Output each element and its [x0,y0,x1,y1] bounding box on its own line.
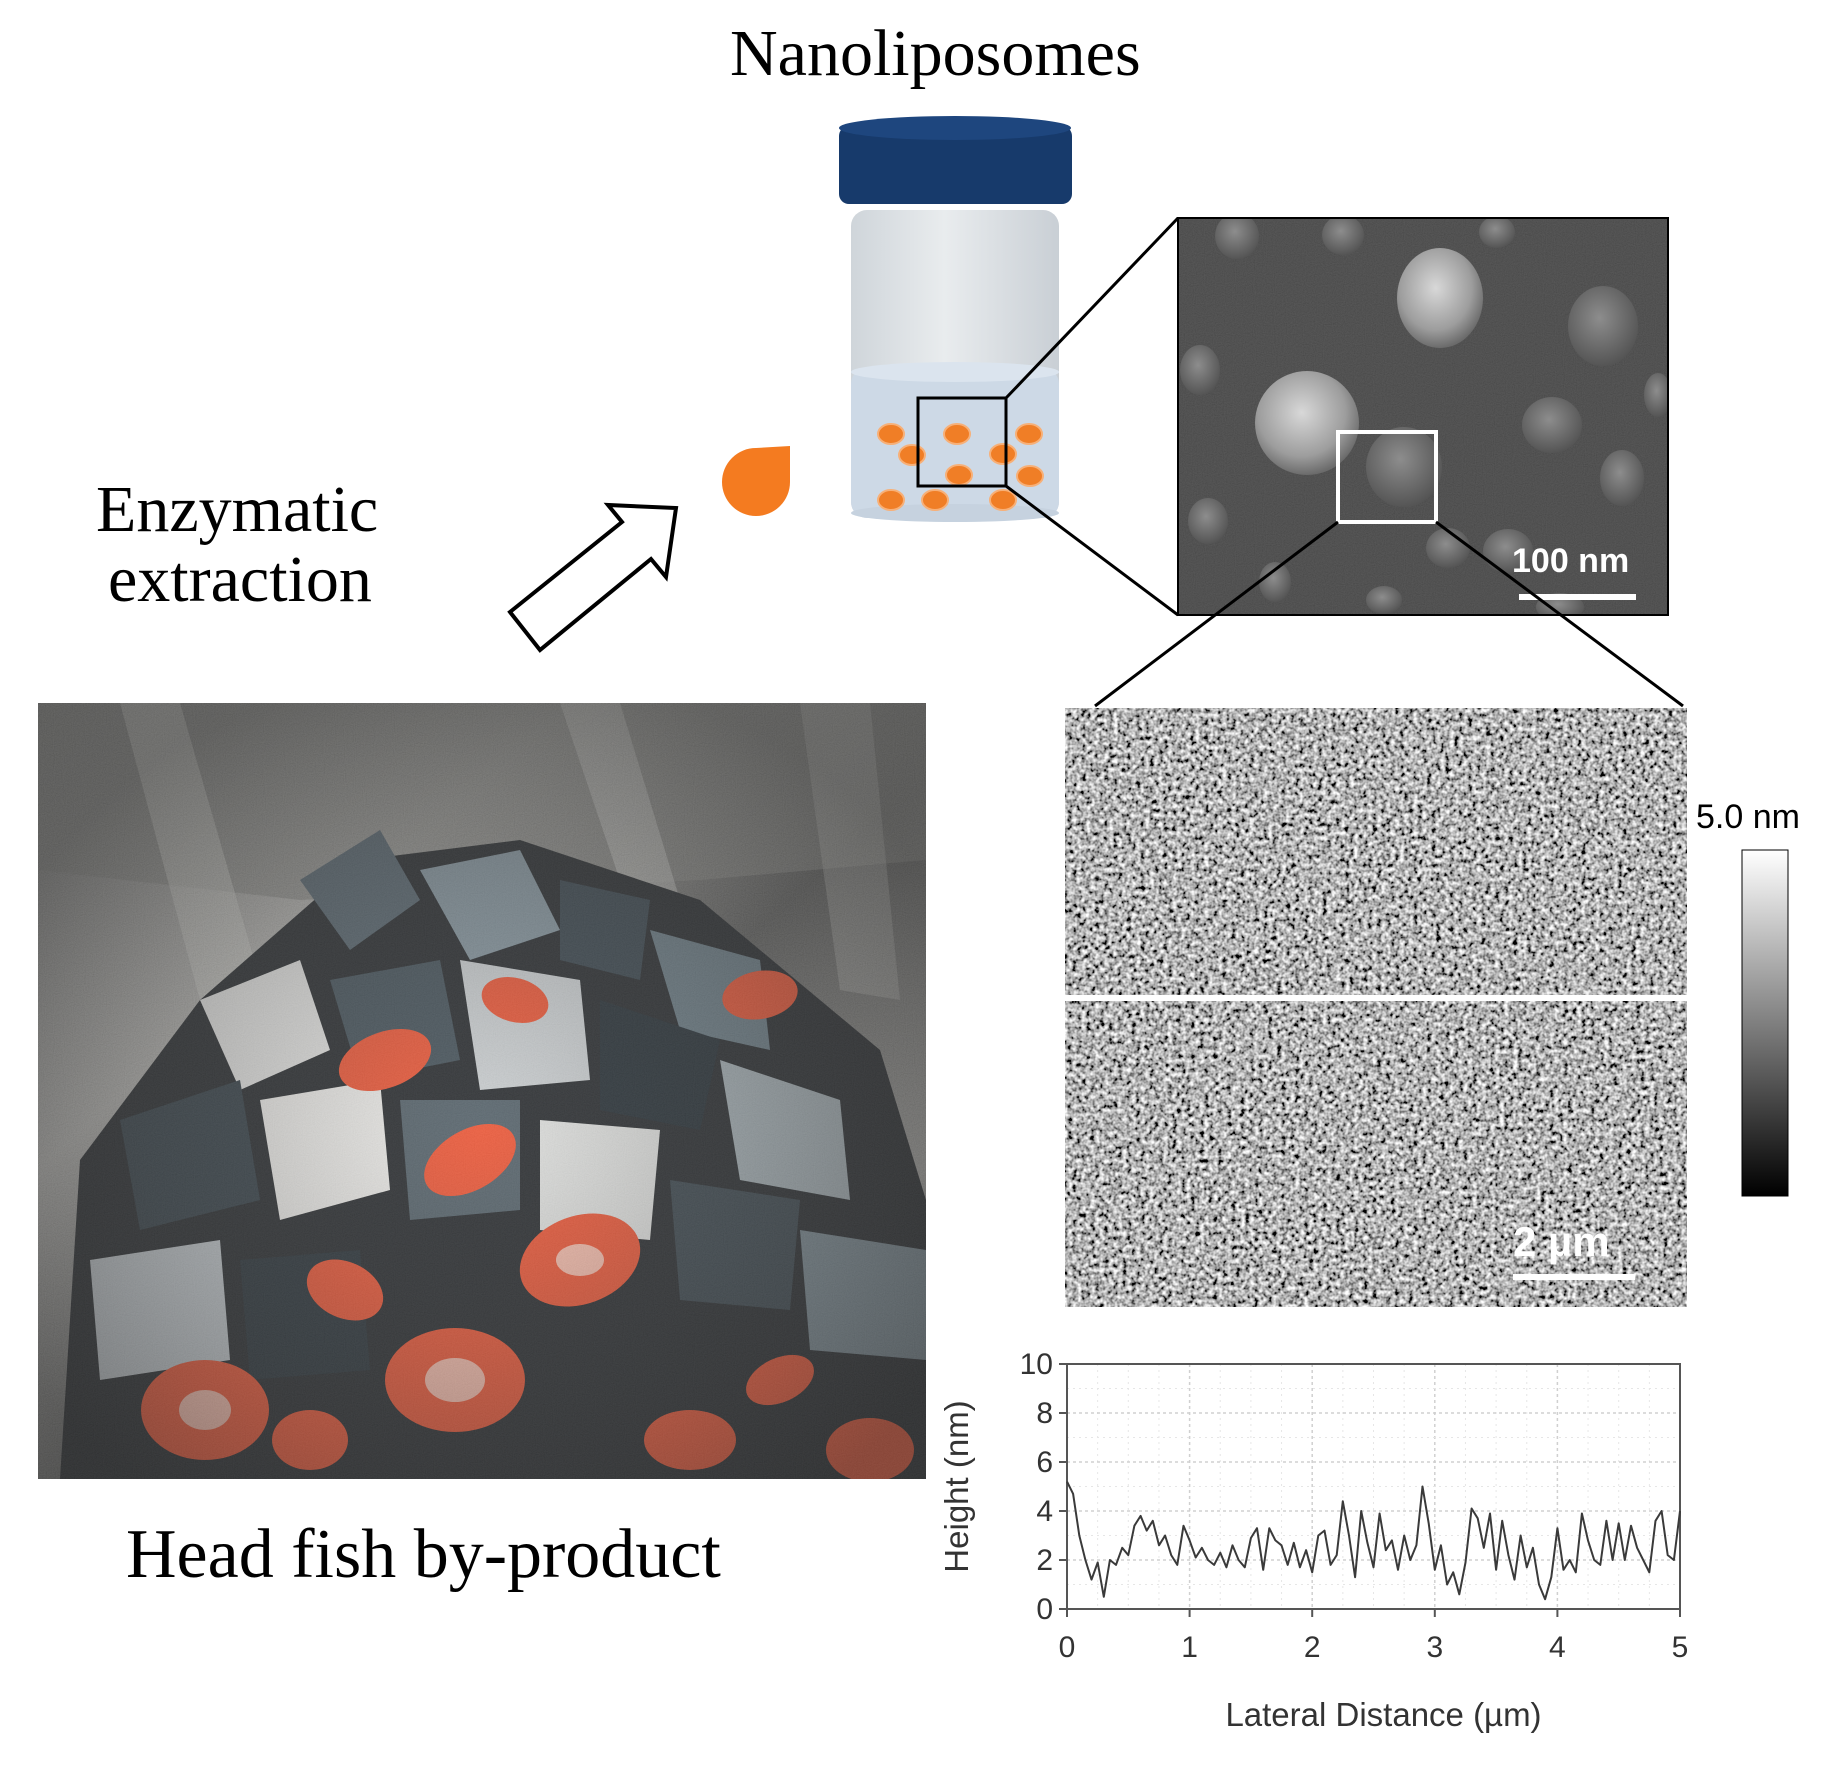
x-tick-label: 0 [1059,1631,1076,1664]
vesicle [877,423,905,445]
afm-scale-label: 2 µm [1513,1218,1610,1265]
y-tick-label: 6 [1036,1446,1053,1479]
vesicle [921,489,949,511]
plot-frame [1066,1363,1681,1610]
y-axis-label: Height (nm) [938,1400,975,1572]
x-tick-label: 1 [1181,1631,1198,1664]
afm-image-bottom [1065,1001,1687,1307]
y-tick-label: 8 [1036,1397,1053,1430]
arrow-icon [507,502,679,653]
process-label-line1: Enzymatic [96,473,379,546]
x-tick-label: 3 [1426,1631,1443,1664]
jar-liquid-surface [851,362,1059,382]
vesicle [877,489,905,511]
x-tick-label: 2 [1304,1631,1321,1664]
height-profile-line [1066,1481,1681,1601]
afm-colorbar [1741,849,1789,1197]
jar-cap-top [839,116,1071,140]
vesicle [1015,423,1043,445]
y-tick-label: 0 [1036,1593,1053,1626]
vesicle [945,464,973,486]
y-tick-label: 4 [1036,1495,1053,1528]
zoom-connector [1005,484,1179,617]
vesicle [989,489,1017,511]
vesicle [989,443,1017,465]
jar-illustration [839,116,1072,522]
x-tick-label: 5 [1672,1631,1689,1664]
x-axis-label: Lateral Distance (µm) [1225,1696,1541,1733]
x-tick-label: 4 [1549,1631,1566,1664]
zoom-connector [1094,520,1339,708]
vesicle [898,444,926,466]
nanoliposomes-title: Nanoliposomes [730,17,1141,90]
vesicle [1016,465,1044,487]
droplet-icon [722,446,790,516]
vesicle [943,423,971,445]
colorbar-max-label: 5.0 nm [1696,798,1800,836]
process-label-line2: extraction [108,543,372,616]
zoom-connector [1435,520,1684,708]
y-tick-label: 2 [1036,1544,1053,1577]
tem-micrograph [1178,218,1668,615]
tem-scale-label: 100 nm [1512,542,1630,580]
afm-image-top [1065,708,1687,995]
zoom-connector [1004,216,1180,400]
photo-caption: Head fish by-product [126,1516,721,1593]
zoom-box-jar [916,396,1008,488]
y-tick-label: 10 [1020,1348,1053,1381]
fish-head-photo [38,703,926,1479]
zoom-box-tem [1336,430,1438,524]
jar-cap [839,126,1072,204]
